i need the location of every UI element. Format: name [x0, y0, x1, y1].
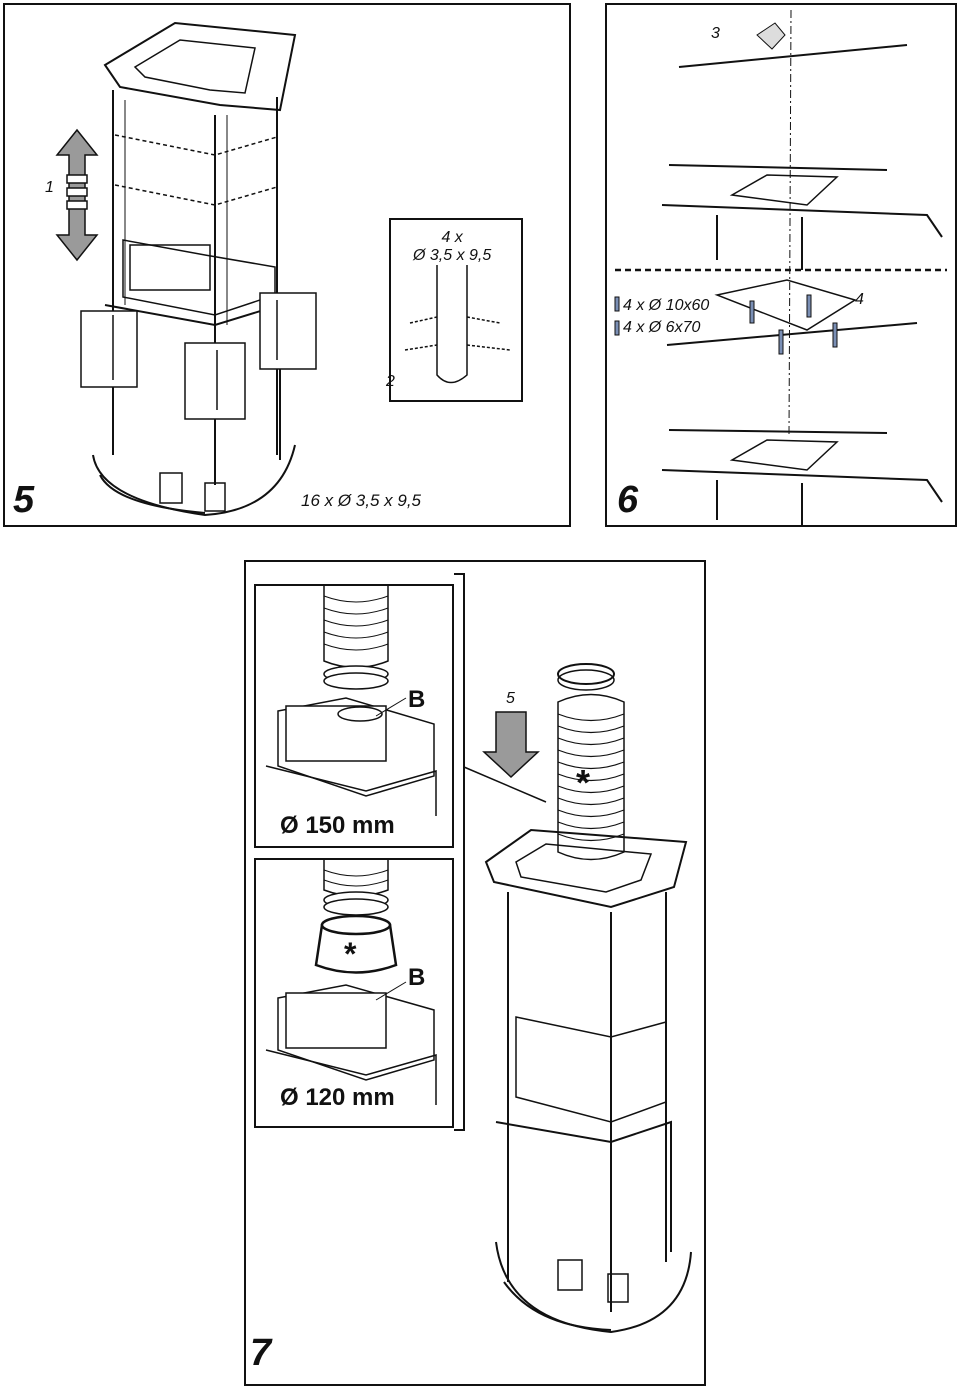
inset-120mm-diameter: Ø 120 mm — [280, 1084, 395, 1111]
ceiling-label: 3 — [711, 25, 720, 42]
step-number-5: 5 — [13, 479, 35, 521]
inset-150mm: B Ø 150 mm — [254, 584, 454, 848]
inset-120mm-part-label: B — [408, 964, 426, 991]
inset-120mm: * B Ø 120 mm — [254, 858, 454, 1128]
inset-screw-spec: 4 x Ø 3,5 x 9,5 — [413, 229, 492, 264]
bolt-spec: 4 x Ø 10x60 — [623, 297, 710, 314]
duct-marker: * — [576, 762, 591, 803]
panel-step-7: B Ø 150 mm * B Ø 120 mm 5 * 7 — [244, 560, 706, 1386]
step-number-7: 7 — [250, 1332, 272, 1374]
step-number-6: 6 — [617, 479, 639, 521]
double-arrow-icon — [55, 128, 99, 262]
screw-total-spec: 16 x Ø 3,5 x 9,5 — [301, 491, 422, 510]
inset-120mm-marker: * — [344, 936, 357, 972]
down-arrow-icon — [482, 711, 540, 779]
ceiling-anchor-icon — [756, 22, 786, 50]
bolt-icons — [614, 294, 838, 355]
inset-label: 2 — [386, 373, 395, 390]
panel-step-5: 1 2 4 x Ø 3,5 x 9,5 16 x Ø 3,5 x 9,5 5 — [3, 3, 571, 527]
height-adjust-label: 1 — [45, 179, 54, 196]
duct-connection-drawing — [454, 573, 692, 1334]
inset-150mm-diameter: Ø 150 mm — [280, 812, 395, 839]
plate-label: 4 — [855, 291, 864, 308]
arrow-label: 5 — [506, 690, 515, 707]
plug-spec: 4 x Ø 6x70 — [623, 319, 701, 336]
hood-frame-drawing — [55, 21, 523, 517]
inset-120mm-drawing — [265, 860, 437, 1105]
inset-150mm-drawing — [265, 586, 437, 816]
inset-150mm-part-label: B — [408, 686, 426, 713]
ceiling-mount-drawing — [614, 9, 947, 525]
panel-step-6: 3 4 4 x Ø 10x60 4 x Ø 6x70 6 — [605, 3, 957, 527]
